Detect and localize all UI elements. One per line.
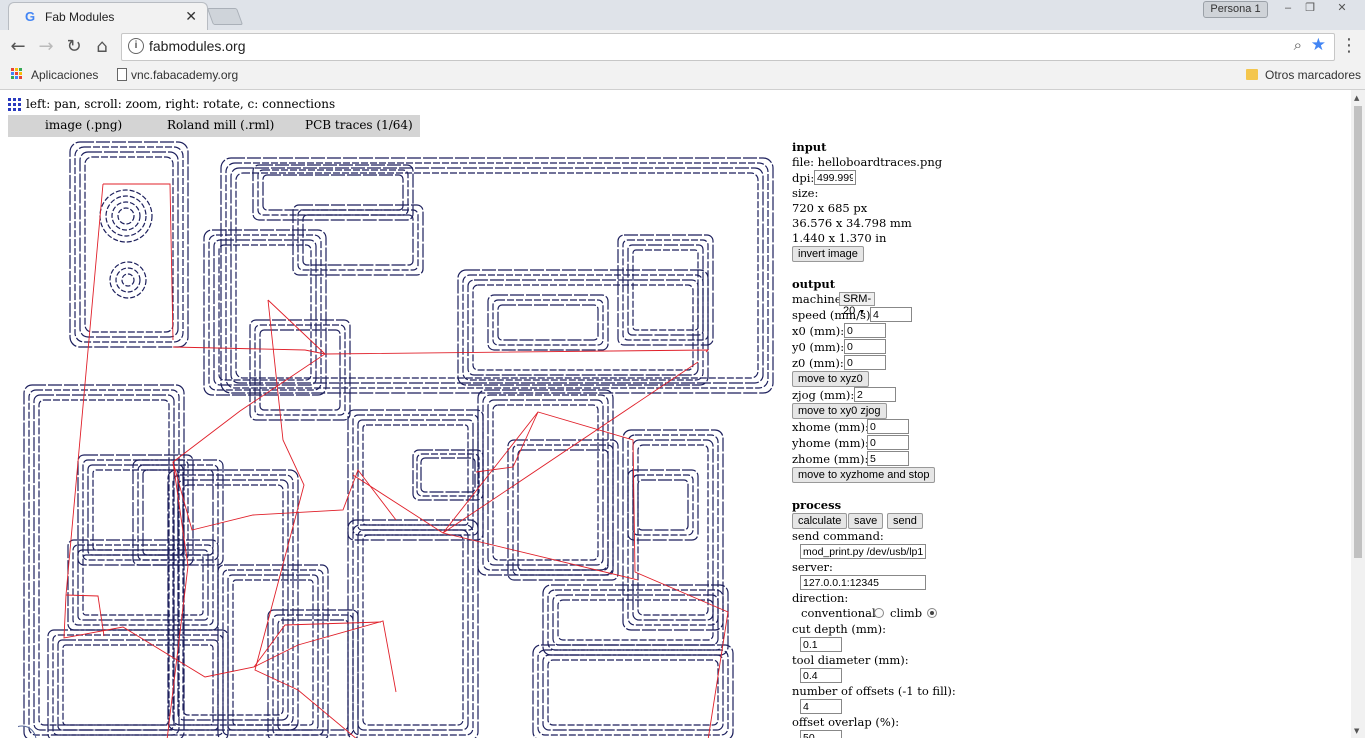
dpi-input[interactable] <box>814 170 856 185</box>
back-arrow-icon[interactable]: ← <box>10 36 26 57</box>
tool-diameter-input[interactable] <box>800 668 842 683</box>
y0-input[interactable] <box>844 339 886 354</box>
bookmark-vnc[interactable]: vnc.fabacademy.org <box>131 68 239 82</box>
dropdown-arrow-icon: ▼ <box>858 309 866 316</box>
tool-diameter-label: tool diameter (mm): <box>792 653 909 667</box>
tab-title: Fab Modules <box>45 10 115 24</box>
move-to-xyz0-button[interactable]: move to xyz0 <box>792 371 869 387</box>
machine-label: machine <box>792 292 842 306</box>
address-bar[interactable]: i fabmodules.org ⌕ ★ <box>121 33 1335 61</box>
offsets-label: number of offsets (-1 to fill): <box>792 684 956 698</box>
size-label: size: <box>792 186 819 200</box>
page-icon <box>117 68 127 81</box>
send-command-input[interactable] <box>800 544 926 559</box>
zhome-label: zhome (mm): <box>792 452 869 466</box>
size-in: 1.440 x 1.370 in <box>792 231 887 245</box>
page-content: left: pan, scroll: zoom, right: rotate, … <box>0 90 1351 738</box>
conventional-label: conventional <box>801 606 876 620</box>
machine-select[interactable]: SRM-20 ▼ <box>839 292 876 317</box>
menu-icon[interactable]: ⋮ <box>1340 35 1358 56</box>
connection-lines <box>63 183 729 738</box>
fab-grid-icon[interactable] <box>8 98 22 112</box>
input-heading: input <box>792 140 827 154</box>
x0-input[interactable] <box>844 323 886 338</box>
climb-label: climb <box>890 606 923 620</box>
input-file: file: helloboardtraces.png <box>792 155 943 169</box>
x0-label: x0 (mm): <box>792 324 845 338</box>
direction-label: direction: <box>792 591 849 605</box>
yhome-input[interactable] <box>867 435 909 450</box>
forward-arrow-icon[interactable]: → <box>38 36 54 57</box>
cut-depth-label: cut depth (mm): <box>792 622 886 636</box>
bookmarks-bar <box>0 63 1365 90</box>
folder-icon <box>1246 69 1258 80</box>
cut-depth-input[interactable] <box>800 637 842 652</box>
z0-label: z0 (mm): <box>792 356 844 370</box>
scroll-down-icon[interactable]: ▼ <box>1354 727 1360 735</box>
z0-input[interactable] <box>844 355 886 370</box>
toolpath-traces <box>23 141 774 738</box>
server-input[interactable] <box>800 575 926 590</box>
bookmark-apps[interactable]: Aplicaciones <box>31 68 99 82</box>
minimize-icon[interactable]: ‒ <box>1284 2 1292 14</box>
move-to-xy0-zjog-button[interactable]: move to xy0 zjog <box>792 403 887 419</box>
module-bar: image (.png) Roland mill (.rml) PCB trac… <box>8 115 420 137</box>
tab-strip: G Fab Modules ✕ Persona 1 ‒ ❐ ✕ <box>0 0 1365 31</box>
save-button[interactable]: save <box>848 513 884 529</box>
module-roland-mill[interactable]: Roland mill (.rml) <box>167 118 275 132</box>
output-heading: output <box>792 277 836 291</box>
usage-hint: left: pan, scroll: zoom, right: rotate, … <box>26 97 336 111</box>
restore-icon[interactable]: ❐ <box>1305 2 1315 14</box>
toolpath-canvas[interactable] <box>18 140 778 738</box>
zoom-icon[interactable]: ⌕ <box>1293 36 1302 54</box>
send-command-label: send command: <box>792 529 884 543</box>
conventional-radio[interactable] <box>874 608 884 618</box>
window-close-icon[interactable]: ✕ <box>1337 2 1347 14</box>
profile-button[interactable]: Persona 1 <box>1203 1 1268 18</box>
y0-label: y0 (mm): <box>792 340 845 354</box>
xhome-label: xhome (mm): <box>792 420 869 434</box>
home-icon[interactable]: ⌂ <box>96 36 108 57</box>
yhome-label: yhome (mm): <box>792 436 869 450</box>
module-image[interactable]: image (.png) <box>45 118 123 132</box>
dpi-label: dpi: <box>792 171 815 185</box>
url-text[interactable]: fabmodules.org <box>149 38 246 54</box>
process-heading: process <box>792 498 842 512</box>
apps-grid-icon[interactable] <box>11 68 23 80</box>
scroll-thumb[interactable] <box>1354 106 1362 558</box>
overlap-label: offset overlap (%): <box>792 715 900 729</box>
browser-toolbar: ← → ↻ ⌂ i fabmodules.org ⌕ ★ ⋮ <box>0 30 1365 63</box>
offsets-input[interactable] <box>800 699 842 714</box>
google-g-icon: G <box>25 9 36 24</box>
zjog-input[interactable] <box>854 387 896 402</box>
speed-label: speed (mm/s): <box>792 308 875 322</box>
scroll-up-icon[interactable]: ▲ <box>1354 94 1360 102</box>
machine-value: SRM-20 <box>843 293 872 317</box>
module-pcb-traces[interactable]: PCB traces (1/64) <box>305 118 413 132</box>
bookmark-star-icon[interactable]: ★ <box>1310 35 1326 55</box>
invert-image-button[interactable]: invert image <box>792 246 864 262</box>
calculate-button[interactable]: calculate <box>792 513 848 529</box>
send-button[interactable]: send <box>887 513 923 529</box>
climb-radio[interactable] <box>927 608 937 618</box>
new-tab-button[interactable] <box>206 8 244 25</box>
vertical-scrollbar[interactable]: ▲ ▼ <box>1351 90 1365 738</box>
size-mm: 36.576 x 34.798 mm <box>792 216 912 230</box>
close-tab-icon[interactable]: ✕ <box>185 8 197 24</box>
other-bookmarks[interactable]: Otros marcadores <box>1265 68 1362 82</box>
speed-input[interactable] <box>870 307 912 322</box>
info-icon[interactable]: i <box>128 38 144 54</box>
server-label: server: <box>792 560 833 574</box>
move-to-xyzhome-button[interactable]: move to xyzhome and stop <box>792 467 936 483</box>
xhome-input[interactable] <box>867 419 909 434</box>
overlap-input[interactable] <box>800 730 842 738</box>
reload-icon[interactable]: ↻ <box>66 36 82 57</box>
browser-tab[interactable]: G Fab Modules ✕ <box>8 2 208 31</box>
canvas-corner-marker <box>18 725 37 738</box>
zhome-input[interactable] <box>867 451 909 466</box>
zjog-label: zjog (mm): <box>792 388 855 402</box>
size-px: 720 x 685 px <box>792 201 868 215</box>
